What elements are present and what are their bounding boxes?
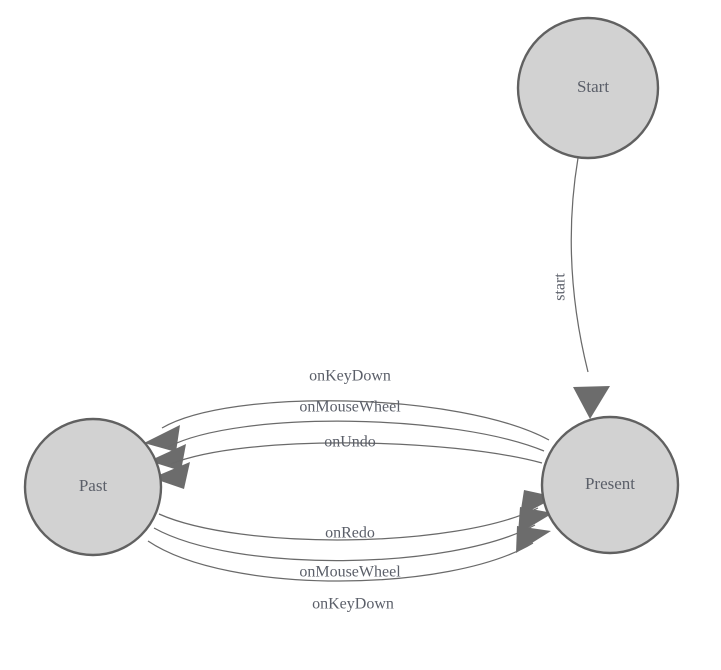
node-start-label: Start [577, 77, 609, 96]
node-start-circle [516, 16, 660, 160]
arrowhead-into-past-2 [149, 444, 186, 471]
node-present[interactable]: Present [540, 415, 680, 555]
edge-present-to-past-onkeydown-path [161, 400, 550, 441]
edge-past-to-present-onmousewheel[interactable] [153, 507, 553, 562]
node-start[interactable]: Start [516, 16, 660, 160]
arrowhead-into-present-top [573, 386, 610, 419]
edge-label-onmousewheel-bottom: onMouseWheel [299, 564, 401, 581]
edge-past-to-present-onkeydown-path [147, 540, 534, 582]
node-past[interactable]: Past [23, 417, 163, 557]
arrowhead-into-past-3 [152, 462, 190, 489]
edge-present-to-past-onundo[interactable] [152, 442, 543, 489]
edge-past-to-present-onredo-path [158, 507, 539, 541]
edge-label-onkeydown-bottom: onKeyDown [312, 596, 394, 613]
node-past-label: Past [79, 476, 108, 495]
node-past-circle [23, 417, 163, 557]
edge-present-to-past-onmousewheel[interactable] [149, 420, 545, 471]
edge-label-onkeydown-top: onKeyDown [309, 368, 391, 385]
edge-label-start: start [552, 273, 569, 301]
edge-past-to-present-onkeydown[interactable] [147, 526, 551, 582]
arrowhead-into-present-3 [516, 526, 551, 553]
edge-start-to-present-path [570, 157, 589, 373]
edge-past-to-present-onmousewheel-path [153, 524, 536, 562]
node-present-circle [540, 415, 680, 555]
edge-label-onundo: onUndo [324, 434, 376, 451]
edge-start-to-present[interactable] [570, 157, 610, 419]
edge-label-onmousewheel-top: onMouseWheel [299, 399, 401, 416]
edge-label-onredo: onRedo [325, 525, 375, 542]
arrowhead-into-present-2 [518, 507, 553, 534]
node-present-label: Present [585, 474, 635, 493]
edge-present-to-past-onmousewheel-path [167, 420, 545, 452]
edge-present-to-past-onundo-path [170, 442, 543, 465]
